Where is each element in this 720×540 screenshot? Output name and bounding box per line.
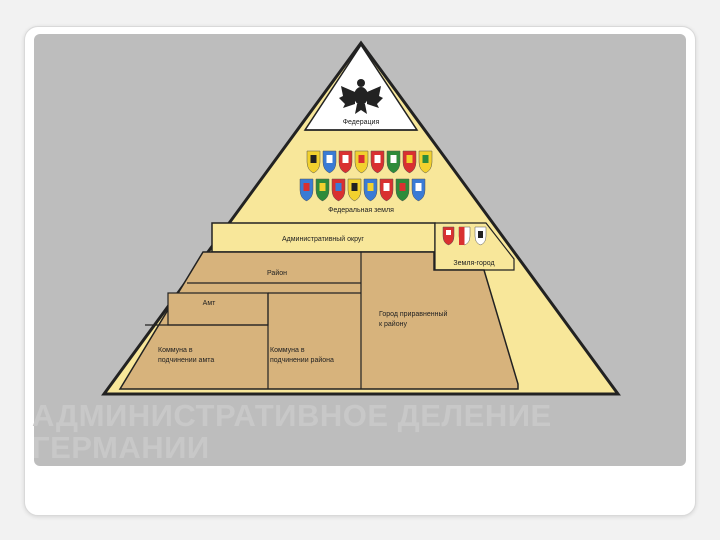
federal-state-label: Федеральная земля (328, 207, 394, 214)
coat-of-arms-emblem (310, 155, 317, 163)
coat-of-arms-emblem (383, 183, 390, 191)
coat-of-arms-emblem (326, 155, 333, 163)
slide-title: АДМИНИСТРАТИВНОЕ ДЕЛЕНИЕ ГЕРМАНИИ (32, 398, 552, 465)
coat-of-arms-emblem (399, 183, 406, 191)
coat-of-arms-emblem (367, 183, 374, 191)
commune-amt-label-1: Коммуна в (158, 347, 193, 354)
commune-district-label-1: Коммуна в (270, 347, 305, 354)
coat-of-arms-emblem (406, 155, 413, 163)
district-city-label-2: к району (379, 320, 407, 328)
federation-label: Федерация (343, 119, 380, 126)
coat-of-arms-emblem (374, 155, 381, 163)
coat-of-arms-emblem (342, 155, 349, 163)
city-state-label: Земля-город (453, 260, 494, 267)
district-label: Район (267, 269, 287, 277)
coat-of-arms-emblem (351, 183, 358, 191)
district-tier (118, 251, 519, 390)
admin-district-box (211, 222, 436, 253)
city-state-box (434, 222, 515, 271)
pyramid-diagram: Федерация Федеральная земля Администрати… (101, 40, 621, 396)
amt-box (167, 292, 269, 326)
eagle-icon (339, 79, 383, 114)
coat-of-arms-emblem (319, 183, 326, 191)
amt-label: Амт (203, 300, 216, 307)
coat-of-arms-emblem (303, 183, 310, 191)
coat-of-arms-emblem (390, 155, 397, 163)
coat-of-arms-emblem (422, 155, 429, 163)
commune-amt-label-2: подчинении амта (158, 357, 214, 364)
pyramid-image: Федерация Федеральная земля Администрати… (34, 34, 686, 466)
admin-district-label: Административный округ (282, 235, 364, 243)
coat-of-arms-emblem (335, 183, 342, 191)
coat-of-arms-emblem (415, 183, 422, 191)
district-city-label-1: Город приравненный (379, 310, 447, 318)
coat-of-arms-emblem (358, 155, 365, 163)
city-state-coats-of-arms (442, 226, 487, 246)
state-coats-of-arms (299, 150, 433, 202)
commune-district-label-2: подчинении района (270, 356, 334, 364)
